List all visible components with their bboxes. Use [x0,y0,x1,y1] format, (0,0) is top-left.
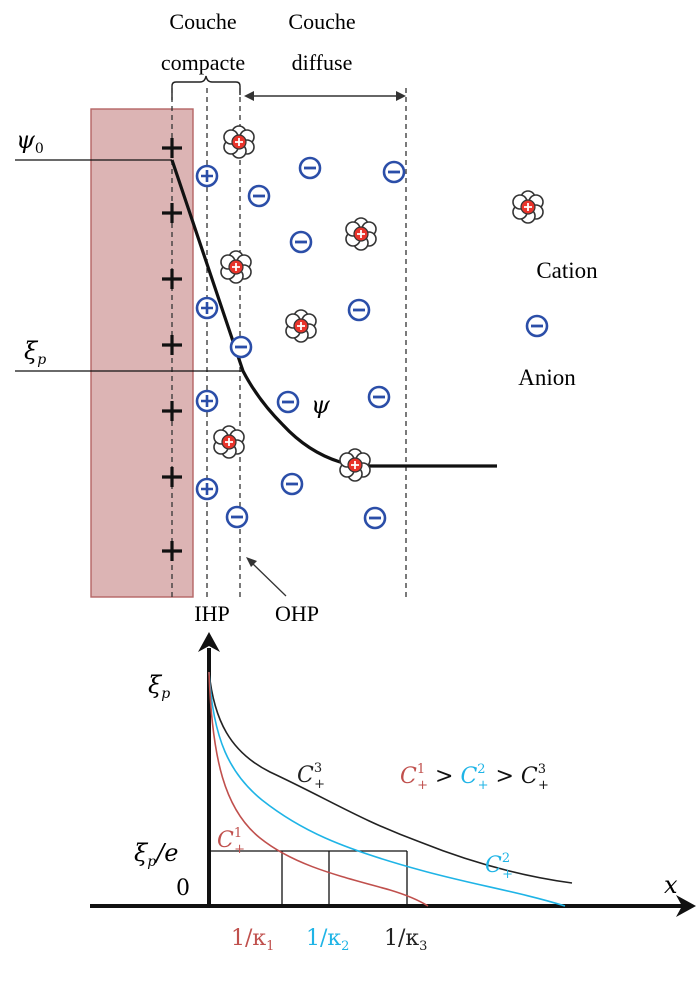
electrode [91,109,193,597]
xi-label: ξp [24,337,46,368]
header-compact-line1: Couche [169,9,236,34]
curve-c3-label: C3+ [297,761,325,792]
concentration-relation: C1+ > C2+ > C3+ [400,762,549,793]
x-tick-k2: 1/κ2 [306,926,349,954]
potential-curve [172,160,497,466]
curve-c2-label: C2+ [485,851,513,882]
ihp-label: IHP [194,601,229,626]
top-diagram: Couche compacte Couche diffuse [15,9,598,626]
legend-anion-icon [527,316,547,336]
compact-brace [172,76,240,100]
x-tick-k1: 1/κ1 [231,926,274,954]
x-axis-label: x [664,871,678,899]
decay-chart: ξp ξp/e 0 x C1+ C3+ C2+ C1+ > C2+ > C3+ … [90,632,696,954]
legend-anion-label: Anion [518,365,576,390]
header-diffuse-line1: Couche [288,9,355,34]
x-tick-k3: 1/κ3 [384,926,427,954]
diffuse-arrow [244,91,406,101]
ohp-label: OHP [275,601,319,626]
ohp-pointer [246,557,286,596]
legend-cation-label: Cation [536,258,598,283]
psi0-label: ψ0 [16,126,44,157]
anions [227,158,404,528]
curve-c1-label: C1+ [217,826,245,857]
header-compact-line2: compacte [161,50,245,75]
y-mark-label: ξp/e [134,839,178,870]
psi-curve-label: ψ [311,391,331,419]
y-axis-label: ξp [148,671,170,702]
header-diffuse-line2: diffuse [292,50,353,75]
legend-cation-icon [513,191,543,223]
legend: Cation Anion [513,191,598,390]
zero-label: 0 [176,876,190,901]
